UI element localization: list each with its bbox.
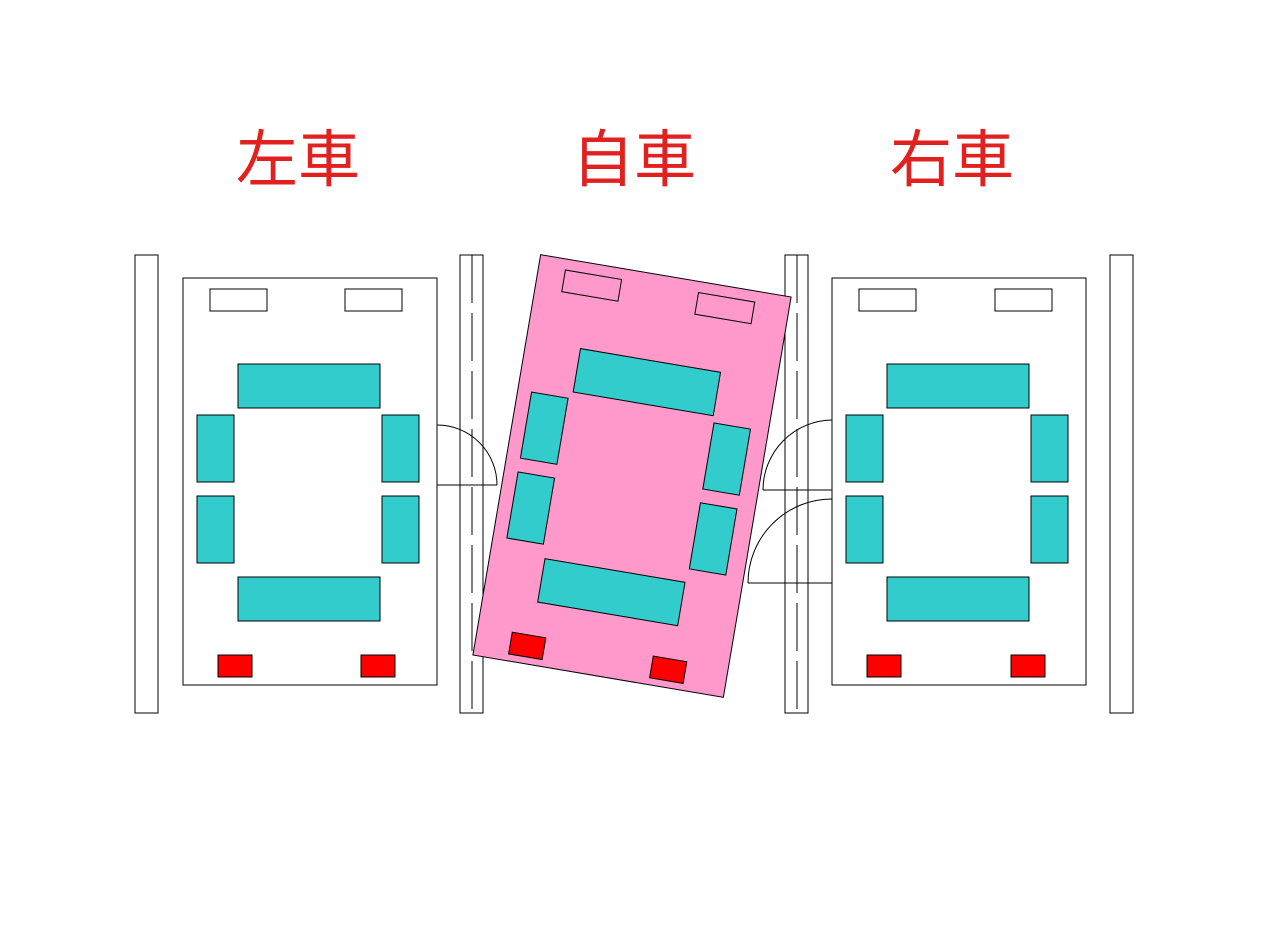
left-car-seat (381, 495, 420, 564)
right-car-tail-light (866, 654, 902, 678)
inner-right-divider (784, 254, 809, 714)
inner-left-divider (459, 254, 484, 714)
left-car-tail-light (360, 654, 396, 678)
left-car (182, 277, 498, 686)
self-car-seat (702, 422, 752, 496)
right-car-seat (886, 576, 1030, 622)
self-car-label: 自車 (571, 123, 696, 196)
right-car-seat (1030, 495, 1069, 564)
self-car-seat (572, 348, 722, 417)
left-car-seat (381, 414, 420, 483)
right-car-headlight (858, 288, 917, 312)
self-car-tail-light (649, 655, 688, 685)
self-car-seat (506, 471, 556, 545)
left-car-tail-light (217, 654, 253, 678)
self-car-seat (537, 558, 686, 627)
self-car-headlight (561, 269, 623, 302)
left-car-label: 左車 (235, 123, 360, 196)
left-car-seat (196, 414, 235, 483)
self-car-seat (688, 502, 738, 576)
right-car-door-swing (747, 419, 833, 584)
right-car-seat (845, 495, 884, 564)
right-car-headlight (994, 288, 1053, 312)
right-car-seat (1030, 414, 1069, 483)
self-car-tail-light (508, 631, 547, 661)
self-car-headlight (694, 291, 756, 325)
left-car-headlight (209, 288, 268, 312)
outer-right-divider (1109, 254, 1134, 714)
left-car-seat (237, 363, 381, 409)
right-car-seat (886, 363, 1030, 409)
right-car-seat (845, 414, 884, 483)
right-car-tail-light (1010, 654, 1046, 678)
left-car-seat (196, 495, 235, 564)
outer-left-divider (134, 254, 159, 714)
left-car-headlight (344, 288, 403, 312)
left-car-seat (237, 576, 381, 622)
self-car (472, 254, 792, 698)
left-car-door-swing (436, 424, 498, 486)
parking-dividers (134, 254, 1134, 714)
right-car-label: 右車 (889, 123, 1014, 196)
self-car-seat (519, 391, 569, 465)
right-car (747, 277, 1087, 686)
